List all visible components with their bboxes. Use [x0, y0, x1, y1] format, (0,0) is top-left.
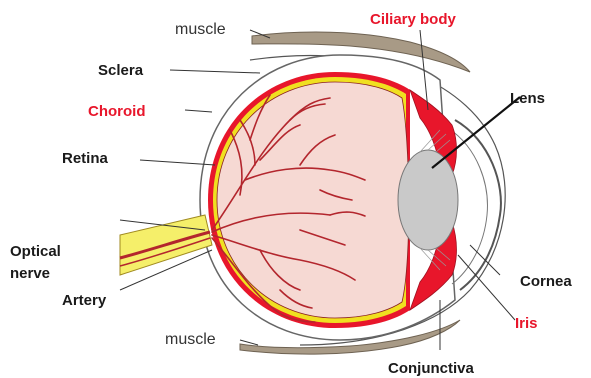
label-iris: Iris: [515, 315, 538, 332]
label-muscle-bottom: muscle: [165, 331, 216, 348]
label-choroid: Choroid: [88, 103, 146, 120]
label-retina: Retina: [62, 150, 109, 167]
label-optical: Optical: [10, 243, 61, 260]
label-lens: Lens: [510, 90, 545, 107]
label-nerve: nerve: [10, 265, 50, 282]
cornea-shape: [455, 120, 501, 290]
label-muscle-top: muscle: [175, 21, 226, 38]
label-ciliary-body: Ciliary body: [370, 11, 457, 28]
label-cornea: Cornea: [520, 273, 572, 290]
lens-shape: [398, 150, 458, 250]
label-sclera: Sclera: [98, 62, 144, 79]
label-conjunctiva: Conjunctiva: [388, 360, 474, 377]
label-artery: Artery: [62, 292, 107, 309]
